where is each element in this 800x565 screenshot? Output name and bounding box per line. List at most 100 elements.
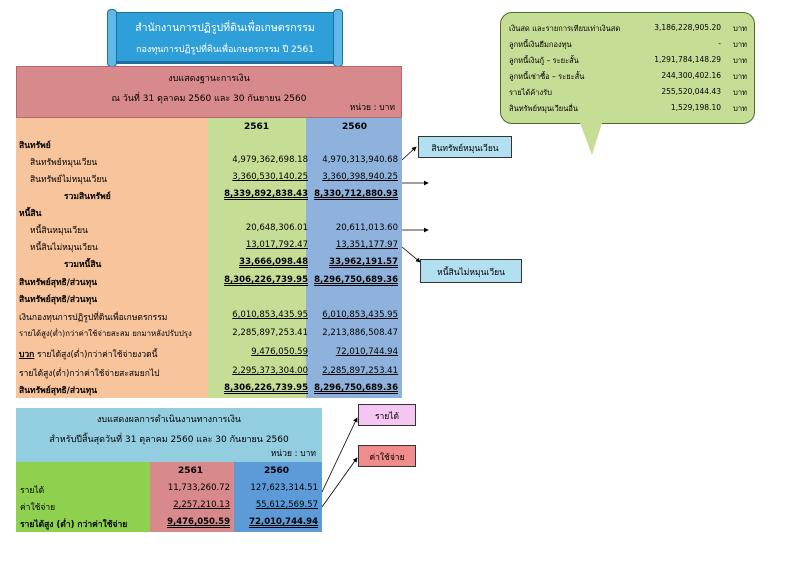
row-label: หนี้สินหมุนเวียน xyxy=(30,226,88,236)
callout-unit: บาท xyxy=(733,104,747,113)
row-value-2560: 72,010,744.94 xyxy=(335,347,398,357)
callout-label: ลูกหนี้เงินยืมกองทุน xyxy=(509,40,572,49)
callout-value: 3,186,228,905.20 xyxy=(654,23,721,32)
row-value-2560: 55,612,569.57 xyxy=(255,500,318,510)
row-value-2561: 2,285,897,253.41 xyxy=(232,328,308,338)
row-value-2560: 6,010,853,435.95 xyxy=(322,310,398,320)
callout-label: ลูกหนี้เช่าซื้อ – ระยะสั้น xyxy=(509,72,585,81)
row-value-2560: 3,360,398,940.25 xyxy=(322,172,398,182)
balance-sheet-column-2561: 2561 xyxy=(208,118,306,398)
title-banner: สำนักงานการปฏิรูปที่ดินเพื่อเกษตรกรรม กอ… xyxy=(107,9,343,67)
balance-sheet-header: งบแสดงฐานะการเงิน ณ วันที่ 31 ตุลาคม 256… xyxy=(16,66,402,118)
row-value-2561: 8,339,892,838.43 xyxy=(224,189,308,199)
row-value-2561: 8,306,226,739.95 xyxy=(224,275,308,285)
row-value-2560: 33,962,191.57 xyxy=(329,257,398,267)
table-row: รวมหนี้สิน 33,666,098.48 33,962,191.57 xyxy=(16,255,402,271)
callout-row: รายได้ค้างรับ 255,520,044.43 บาท xyxy=(509,87,749,99)
row-label: หนี้สินไม่หมุนเวียน xyxy=(30,243,98,253)
row-label-prefix: บวก xyxy=(19,350,35,360)
operating-statement-header: งบแสดงผลการดำเนินงานทางการเงิน สำหรับปีส… xyxy=(16,408,322,462)
operating-statement-column-2561: 2561 xyxy=(150,462,234,532)
table-row: หนี้สินหมุนเวียน 20,648,306.01 20,611,01… xyxy=(16,221,402,237)
balance-sheet-label-column xyxy=(16,118,208,398)
row-value-2561: 2,257,210.13 xyxy=(173,500,230,510)
row-value-2560: 2,285,897,253.41 xyxy=(322,366,398,376)
row-label: รายได้สูง(ต่ำ)กว่าค่าใช้จ่ายสะสม ยกมาหลั… xyxy=(19,329,192,338)
title-line2: กองทุนการปฏิรูปที่ดินเพื่อเกษตรกรรม ปี 2… xyxy=(136,45,314,55)
noncurrent-liabilities-label-box: หนี้สินไม่หมุนเวียน xyxy=(420,259,522,283)
callout-tail xyxy=(580,123,602,155)
row-label: สินทรัพย์ xyxy=(19,141,51,151)
callout-unit: บาท xyxy=(733,88,747,97)
callout-label: รายได้ค้างรับ xyxy=(509,88,552,97)
arrow-expense xyxy=(321,457,358,508)
balance-sheet-colhead-2560: 2560 xyxy=(342,122,368,132)
row-label: หนี้สิน xyxy=(19,209,42,219)
callout-row: ลูกหนี้เช่าซื้อ – ระยะสั้น 244,300,402.1… xyxy=(509,71,749,83)
operating-statement-colhead-2560: 2560 xyxy=(264,466,290,476)
balance-sheet-unit: หน่วย : บาท xyxy=(349,103,395,113)
row-label-text: รายได้สูง(ต่ำ)กว่าค่าใช้จ่ายงวดนี้ xyxy=(34,350,158,360)
row-value-2560: 72,010,744.94 xyxy=(249,517,318,527)
table-row: รายได้ 11,733,260.72 127,623,314.51 xyxy=(16,481,322,497)
row-label: สินทรัพย์สุทธิ/ส่วนทุน xyxy=(19,278,98,288)
row-label: สินทรัพย์ไม่หมุนเวียน xyxy=(30,175,108,185)
callout-unit: บาท xyxy=(733,56,747,65)
row-value-2560: 8,296,750,689.36 xyxy=(314,275,398,285)
row-label: รายได้ xyxy=(20,486,45,496)
row-label: สินทรัพย์หมุนเวียน xyxy=(30,158,98,168)
callout-label: สินทรัพย์หมุนเวียนอื่น xyxy=(509,104,578,113)
callout-unit: บาท xyxy=(733,40,747,49)
table-row: เงินกองทุนการปฏิรูปที่ดินเพื่อเกษตรกรรม … xyxy=(16,308,402,324)
callout-label: เงินสด และรายการเทียบเท่าเงินสด xyxy=(509,24,621,33)
callout-label: ลูกหนี้เงินกู้ – ระยะสั้น xyxy=(509,56,579,65)
table-row: สินทรัพย์ xyxy=(16,136,402,152)
row-label: สินทรัพย์สุทธิ/ส่วนทุน xyxy=(19,295,98,305)
row-value-2561: 33,666,098.48 xyxy=(239,257,308,267)
table-row: บวก รายได้สูง(ต่ำ)กว่าค่าใช้จ่ายงวดนี้ 9… xyxy=(16,345,402,361)
title-line1: สำนักงานการปฏิรูปที่ดินเพื่อเกษตรกรรม xyxy=(135,22,315,34)
table-row: รายได้สูง (ต่ำ) กว่าค่าใช้จ่าย 9,476,050… xyxy=(16,515,322,531)
row-value-2560: 4,970,313,940.68 xyxy=(322,155,398,165)
row-value-2560: 8,330,712,880.93 xyxy=(314,189,398,199)
balance-sheet-subheading: ณ วันที่ 31 ตุลาคม 2560 และ 30 กันยายน 2… xyxy=(111,94,307,104)
table-row: หนี้สิน xyxy=(16,204,402,220)
table-row: สินทรัพย์สุทธิ/ส่วนทุน 8,306,226,739.95 … xyxy=(16,381,402,397)
row-value-2561: 11,733,260.72 xyxy=(167,483,230,493)
table-row: สินทรัพย์หมุนเวียน 4,979,362,698.18 4,97… xyxy=(16,153,402,169)
row-value-2560: 20,611,013.60 xyxy=(335,223,398,233)
table-row: ค่าใช้จ่าย 2,257,210.13 55,612,569.57 xyxy=(16,498,322,514)
callout-value: 244,300,402.16 xyxy=(661,71,721,80)
row-label: บวก รายได้สูง(ต่ำ)กว่าค่าใช้จ่ายงวดนี้ xyxy=(19,347,157,361)
row-value-2561: 2,295,373,304.00 xyxy=(232,366,308,376)
operating-statement-heading: งบแสดงผลการดำเนินงานทางการเงิน xyxy=(97,415,241,425)
table-row: หนี้สินไม่หมุนเวียน 13,017,792.47 13,351… xyxy=(16,238,402,254)
current-assets-label-box: สินทรัพย์หมุนเวียน xyxy=(418,136,512,158)
arrow-income xyxy=(321,417,358,493)
row-label: ค่าใช้จ่าย xyxy=(20,503,56,513)
row-label: รายได้สูง(ต่ำ)กว่าค่าใช้จ่ายสะสมยกไป xyxy=(19,369,160,379)
operating-statement-label-column xyxy=(16,462,150,532)
row-label: รายได้สูง (ต่ำ) กว่าค่าใช้จ่าย xyxy=(20,520,128,530)
expense-label-box: ค่าใช้จ่าย xyxy=(358,445,416,467)
operating-statement-column-2560: 2560 xyxy=(234,462,322,532)
balance-sheet-column-2560: 2560 xyxy=(306,118,402,398)
income-label-box: รายได้ xyxy=(358,404,416,426)
row-label: รวมหนี้สิน xyxy=(64,260,102,270)
table-row: สินทรัพย์สุทธิ/ส่วนทุน 8,306,226,739.95 … xyxy=(16,273,402,289)
callout-row: ลูกหนี้เงินยืมกองทุน - บาท xyxy=(509,39,749,51)
callout-row: ลูกหนี้เงินกู้ – ระยะสั้น 1,291,784,148.… xyxy=(509,55,749,67)
row-value-2560: 13,351,177.97 xyxy=(335,240,398,250)
row-label: สินทรัพย์สุทธิ/ส่วนทุน xyxy=(19,386,98,396)
table-row: รายได้สูง(ต่ำ)กว่าค่าใช้จ่ายสะสม ยกมาหลั… xyxy=(16,326,402,342)
row-value-2561: 3,360,530,140.25 xyxy=(232,172,308,182)
operating-statement-unit: หน่วย : บาท xyxy=(270,449,316,459)
callout-unit: บาท xyxy=(733,72,747,81)
row-value-2560: 2,213,886,508.47 xyxy=(322,328,398,338)
table-row: รายได้สูง(ต่ำ)กว่าค่าใช้จ่ายสะสมยกไป 2,2… xyxy=(16,364,402,380)
row-value-2561: 9,476,050.59 xyxy=(167,517,230,527)
callout-row: เงินสด และรายการเทียบเท่าเงินสด 3,186,22… xyxy=(509,23,749,35)
callout-value: 1,291,784,148.29 xyxy=(654,55,721,64)
row-value-2560: 8,296,750,689.36 xyxy=(314,383,398,393)
